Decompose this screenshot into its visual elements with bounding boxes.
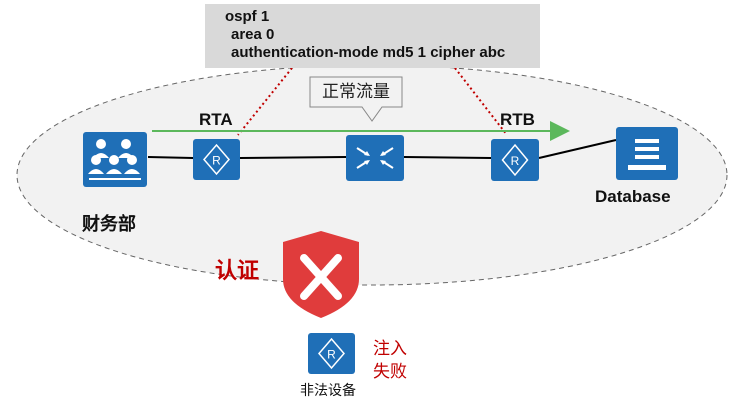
- config-line-1: ospf 1: [225, 8, 270, 25]
- database-icon: [616, 127, 678, 180]
- rta-label: RTA: [199, 110, 233, 129]
- router-icon-illegal: R: [308, 333, 355, 374]
- link-users-rta: [147, 156, 194, 159]
- svg-text:R: R: [212, 154, 221, 168]
- callout-box: [309, 76, 403, 122]
- config-line-2: area 0: [231, 26, 275, 43]
- auth-label: 认证: [215, 258, 260, 283]
- illegal-device-label: 非法设备: [300, 382, 356, 398]
- callout-label: 正常流量: [322, 82, 390, 101]
- database-label: Database: [595, 187, 671, 206]
- rtb-label: RTB: [500, 110, 535, 129]
- switch-icon: [346, 135, 404, 181]
- inject-fail-line-2: 失败: [373, 362, 407, 381]
- shield-x-icon: [283, 231, 359, 318]
- link-switch-rtb: [403, 156, 492, 159]
- config-box: ospf 1 area 0 authentication-mode md5 1 …: [205, 4, 540, 68]
- link-rtb-db: [538, 139, 617, 159]
- inject-fail-line-1: 注入: [373, 339, 407, 358]
- svg-text:R: R: [511, 154, 520, 168]
- router-icon-rtb: R: [491, 139, 539, 181]
- router-icon-rta: R: [193, 139, 240, 180]
- config-line-3: authentication-mode md5 1 cipher abc: [231, 44, 506, 61]
- link-rta-switch: [239, 156, 347, 159]
- config-link-rtb: [454, 67, 508, 136]
- users-icon: [83, 132, 147, 187]
- svg-text:R: R: [327, 348, 336, 362]
- config-link-rta: [237, 67, 293, 136]
- finance-label: 财务部: [82, 214, 136, 234]
